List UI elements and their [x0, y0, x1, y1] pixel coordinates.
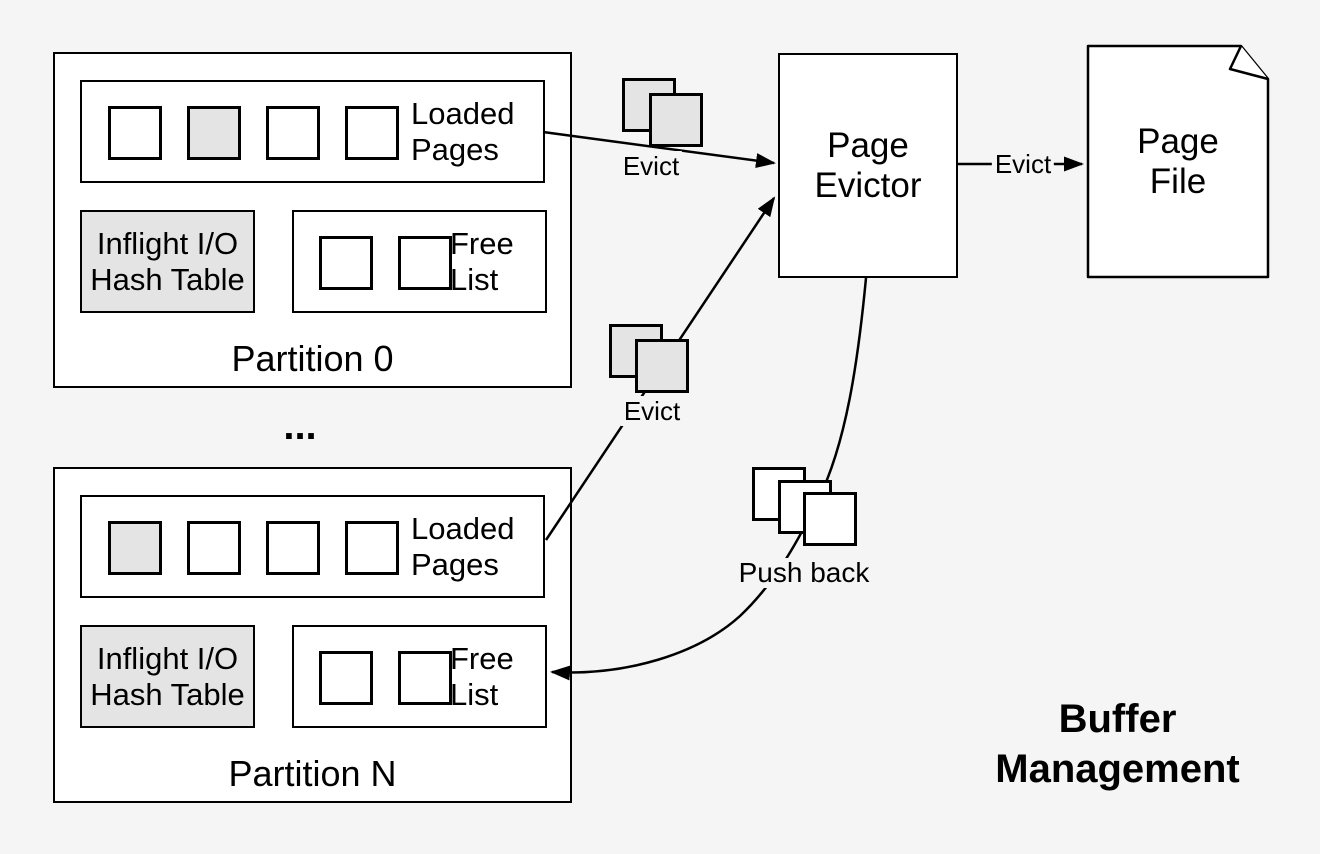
push-back-label: Push back [735, 558, 873, 588]
page-slot [266, 521, 320, 575]
free-list-box: Free List [292, 210, 547, 313]
partition-n-label: Partition N [228, 753, 397, 794]
page-slot [345, 106, 399, 160]
loaded-pages-box: Loaded Pages [80, 495, 545, 598]
page-evictor-box: Page Evictor [778, 53, 958, 278]
free-list-label: Free List [450, 640, 514, 712]
page-slot [108, 521, 162, 575]
loaded-pages-label: Loaded Pages [411, 510, 515, 582]
free-page-slot [398, 236, 452, 290]
partition-n-box: Loaded Pages Inflight I/O Hash Table Fre… [53, 467, 572, 803]
page-slot [345, 521, 399, 575]
evict-label-partitionN: Evict [620, 396, 684, 426]
page-slot [187, 106, 241, 160]
loaded-pages-box: Loaded Pages [80, 80, 545, 183]
evicted-pages-icon [635, 339, 689, 393]
free-page-slot [319, 651, 373, 705]
page-slot [266, 106, 320, 160]
inflight-io-hash-table-label: Inflight I/O Hash Table [90, 225, 245, 297]
pushed-back-pages-icon [803, 492, 857, 546]
inflight-io-hash-table-label: Inflight I/O Hash Table [90, 640, 245, 712]
partition-0-label: Partition 0 [231, 338, 394, 379]
partition-0-box: Loaded Pages Inflight I/O Hash Table Fre… [53, 52, 572, 388]
loaded-pages-label: Loaded Pages [411, 95, 515, 167]
push-back-arrow [550, 277, 868, 681]
page-file-label: Page File [1137, 121, 1219, 201]
free-list-box: Free List [292, 625, 547, 728]
diagram-title: Buffer Management [995, 697, 1240, 791]
free-list-label: Free List [450, 225, 514, 297]
free-page-slot [398, 651, 452, 705]
free-page-slot [319, 236, 373, 290]
partitions-ellipsis: ... [283, 404, 317, 448]
evict-label-partition0: Evict [619, 151, 683, 181]
page-slot [108, 106, 162, 160]
evict-label-pagefile: Evict [991, 149, 1055, 179]
page-slot [187, 521, 241, 575]
evicted-pages-icon [649, 93, 703, 147]
inflight-io-hash-table-box: Inflight I/O Hash Table [80, 210, 255, 313]
page-evictor-label: Page Evictor [814, 125, 922, 205]
inflight-io-hash-table-box: Inflight I/O Hash Table [80, 625, 255, 728]
